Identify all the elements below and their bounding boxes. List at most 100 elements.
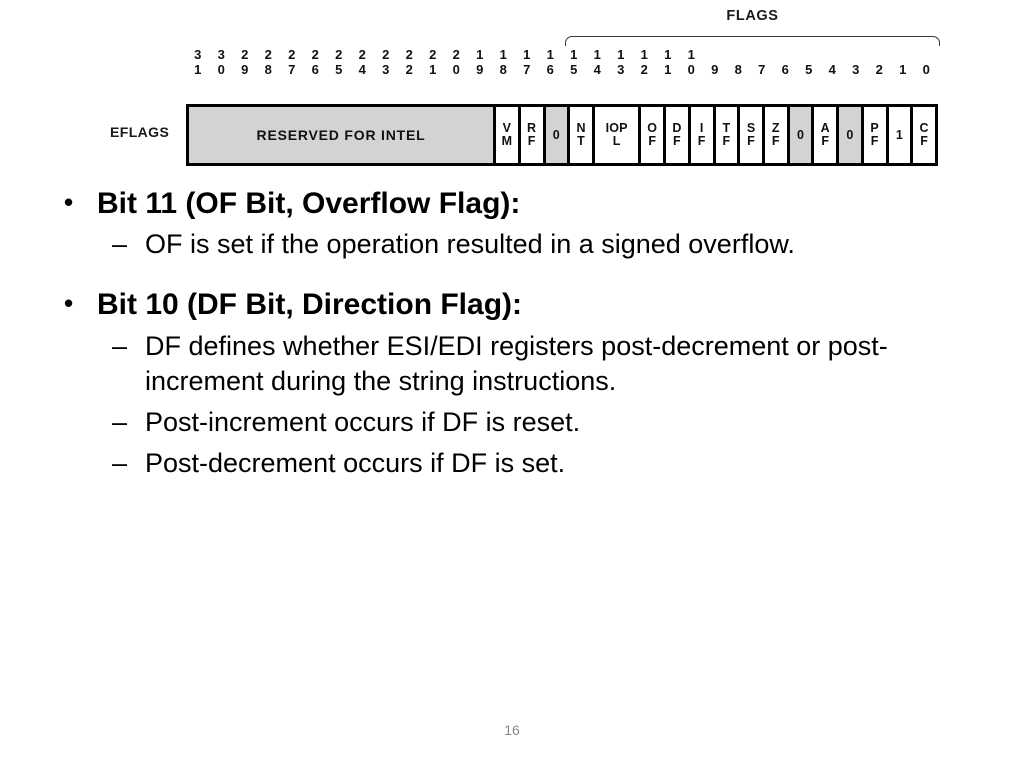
bit-number-07: 07 — [750, 48, 774, 77]
flags-bracket-line — [565, 36, 940, 46]
bit-number-digit-low: 5 — [570, 61, 578, 77]
bit-number-digit-low: 3 — [617, 61, 625, 77]
bit-number-digit-low: 0 — [687, 61, 695, 77]
register-name-label: EFLAGS — [110, 124, 170, 140]
bit-number-digit-low: 1 — [429, 61, 437, 77]
flags-bracket-label: FLAGS — [726, 8, 779, 24]
bit-number-digit-low: 4 — [828, 61, 836, 77]
bullet-item-text: Bit 10 (DF Bit, Direction Flag): — [97, 288, 523, 322]
bit-number-08: 08 — [727, 48, 751, 77]
bit-number-digit-high: 1 — [476, 47, 484, 62]
bit-number-digit-low: 4 — [358, 61, 366, 77]
bit-number-digit-low: 0 — [922, 61, 930, 77]
bit-number-digit-high: 1 — [687, 47, 695, 62]
bit-number-digit-low: 1 — [899, 61, 907, 77]
bullet-item-text: Post-increment occurs if DF is reset. — [145, 407, 581, 438]
bit-number-digit-high: 2 — [335, 47, 343, 62]
bit-number-digit-high: 2 — [382, 47, 390, 62]
bit-number-digit-high: 2 — [405, 47, 413, 62]
bit-number-digit-low: 8 — [499, 61, 507, 77]
bitfield-cell-0: 0 — [839, 107, 864, 163]
bullet-item-level2: –Post-decrement occurs if DF is set. — [0, 446, 1024, 481]
bit-number-digit-high: 2 — [429, 47, 437, 62]
bit-number-04: 04 — [821, 48, 845, 77]
bit-number-digit-low: 5 — [805, 61, 813, 77]
bitfield-cell-0: 0 — [545, 107, 571, 163]
bullet-item-text: OF is set if the operation resulted in a… — [145, 229, 795, 260]
bit-number-digit-low: 7 — [288, 61, 296, 77]
flags-bracket-group: FLAGS — [565, 8, 940, 48]
bit-number-digit-low: 5 — [335, 61, 343, 77]
bullet-marker-icon: • — [64, 187, 74, 217]
dash-marker-icon: – — [112, 407, 128, 438]
content-spacer — [0, 268, 1024, 286]
bit-number-digit-high: 2 — [241, 47, 249, 62]
bit-number-00: 00 — [915, 48, 939, 77]
bit-number-digit-low: 6 — [311, 61, 319, 77]
bitfield-cell-label: 0 — [552, 127, 560, 142]
bit-number-digit-high: 2 — [264, 47, 272, 62]
bit-number-digit-low: 2 — [640, 61, 648, 77]
bitfield-cell-reserved-for-intel: RESERVED FOR INTEL — [189, 107, 497, 163]
bit-number-09: 09 — [703, 48, 727, 77]
page-number: 16 — [504, 722, 520, 738]
slide-content: •Bit 11 (OF Bit, Overflow Flag): – OF is s… — [0, 185, 1024, 487]
bit-number-digit-low: 0 — [452, 61, 460, 77]
bit-number-digit-high: 3 — [217, 47, 225, 62]
bullet-marker-icon: • — [64, 288, 74, 319]
bit-number-digit-low: 1 — [664, 61, 672, 77]
bullet-item-text: Post-decrement occurs if DF is set. — [145, 448, 566, 479]
bit-number-digit-low: 8 — [264, 61, 272, 77]
bit-number-06: 06 — [774, 48, 798, 77]
bit-number-digit-low: 3 — [852, 61, 860, 77]
bit-number-01: 01 — [891, 48, 915, 77]
bit-number-digit-low: 4 — [593, 61, 601, 77]
bit-number-digit-low: 1 — [194, 61, 202, 77]
bit-number-digit-low: 2 — [875, 61, 883, 77]
bit-number-03: 03 — [844, 48, 868, 77]
dash-marker-icon: – — [112, 330, 128, 361]
bit-number-digit-high: 2 — [311, 47, 319, 62]
bullet-item-level1: •Bit 11 (OF Bit, Overflow Flag): — [0, 185, 1024, 223]
bit-number-digit-high: 3 — [194, 47, 202, 62]
bit-number-digit-low: 7 — [758, 61, 766, 77]
bit-number-digit-high: 2 — [452, 47, 460, 62]
